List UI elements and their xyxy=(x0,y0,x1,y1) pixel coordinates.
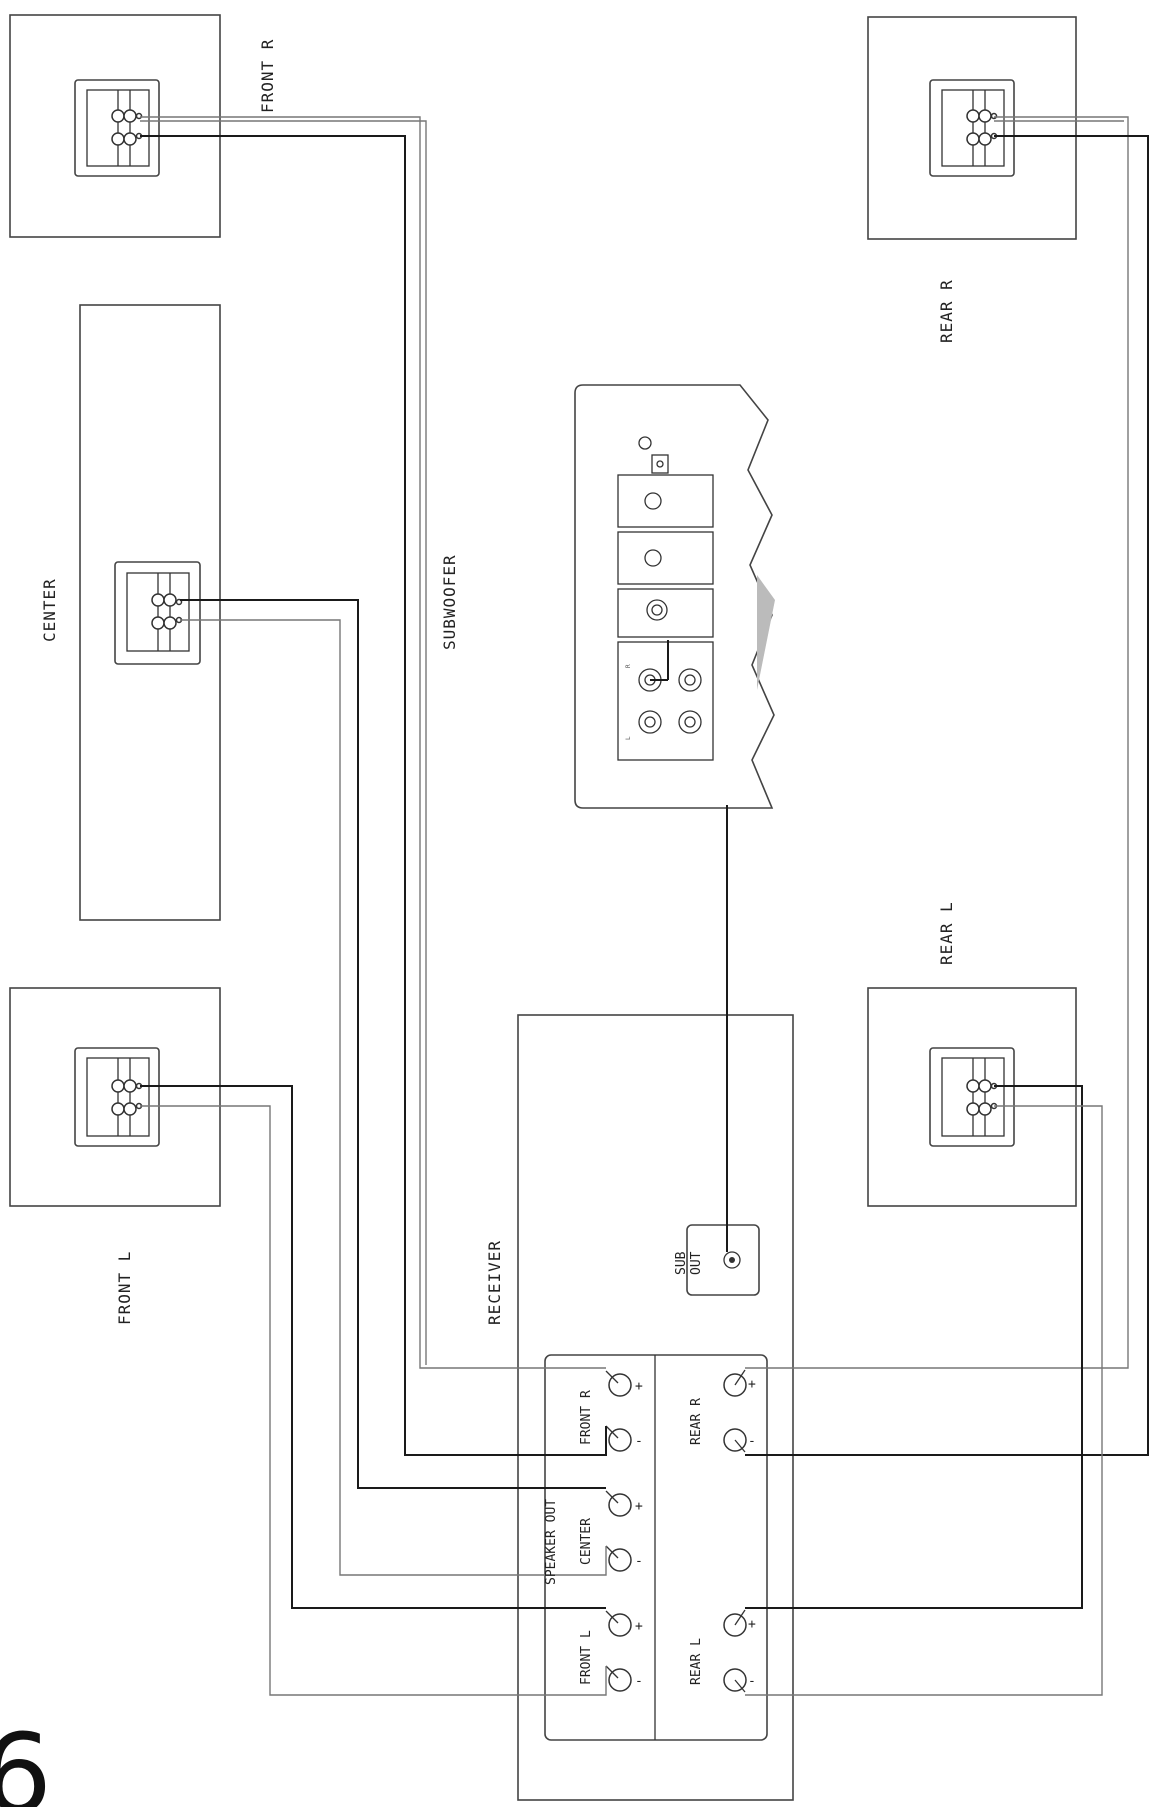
plus-rear-r: + xyxy=(748,1377,756,1392)
rear-r-label: REAR R xyxy=(937,279,956,343)
minus-center: - xyxy=(635,1554,643,1569)
minus-rear-l: - xyxy=(748,1674,756,1689)
sub-out-label-line2: OUT xyxy=(689,1251,704,1275)
plus-front-r: + xyxy=(635,1379,643,1394)
wires xyxy=(140,116,1149,1696)
front-l-speaker xyxy=(9,987,221,1207)
front-r-label: FRONT R xyxy=(258,39,277,113)
minus-rear-r: - xyxy=(748,1434,756,1449)
group-front-l-label: FRONT L xyxy=(579,1630,594,1685)
center-speaker xyxy=(79,304,221,921)
rear-l-speaker xyxy=(867,987,1077,1207)
plus-rear-l: + xyxy=(748,1617,756,1632)
front-l-label: FRONT L xyxy=(115,1251,134,1325)
rear-r-speaker xyxy=(867,16,1077,240)
page-number: 6 xyxy=(0,1710,52,1807)
sub-out-label-line1: SUB xyxy=(674,1251,689,1275)
sub-input-r-label: R xyxy=(625,664,632,668)
minus-front-r: - xyxy=(635,1434,643,1449)
speaker-out-label: SPEAKER OUT xyxy=(544,1499,559,1585)
center-label: CENTER xyxy=(40,578,59,642)
subwoofer-panel: R L xyxy=(574,384,775,809)
subwoofer-label: SUBWOOFER xyxy=(440,554,459,650)
group-rear-l-label: REAR L xyxy=(689,1638,704,1685)
group-front-r-label: FRONT R xyxy=(579,1390,594,1445)
receiver-terminals xyxy=(605,1369,747,1693)
receiver xyxy=(517,1014,794,1801)
group-center-label: CENTER xyxy=(579,1518,594,1565)
group-rear-r-label: REAR R xyxy=(689,1398,704,1445)
front-r-speaker xyxy=(9,14,221,238)
sub-input-l-label: L xyxy=(625,736,632,740)
minus-front-l: - xyxy=(635,1674,643,1689)
rear-l-label: REAR L xyxy=(937,901,956,965)
plus-front-l: + xyxy=(635,1619,643,1634)
plus-center: + xyxy=(635,1499,643,1514)
receiver-label: RECEIVER xyxy=(485,1240,504,1325)
